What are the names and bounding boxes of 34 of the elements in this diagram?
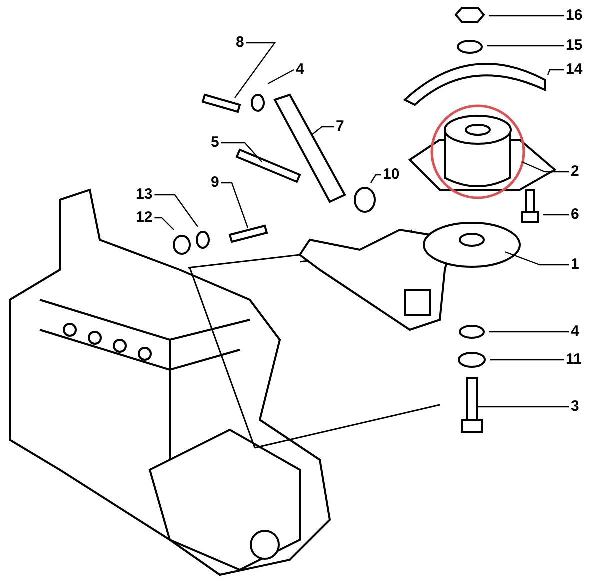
- leader-line: [370, 174, 381, 184]
- leader-line: [504, 251, 569, 266]
- callout-number: 5: [211, 135, 220, 151]
- callout-number: 8: [236, 35, 244, 51]
- leader-line: [268, 69, 294, 85]
- callout-number: 9: [211, 175, 220, 191]
- callout-number: 11: [566, 352, 582, 368]
- callout-number: 6: [571, 207, 580, 223]
- callout-number: 15: [566, 38, 583, 54]
- callout-number: 16: [566, 8, 583, 24]
- leader-line: [522, 161, 569, 173]
- callout-number: 4: [571, 324, 580, 340]
- callout-number: 13: [136, 187, 153, 203]
- callout-number: 10: [383, 167, 400, 183]
- leader-line: [490, 359, 564, 361]
- leader-line: [543, 214, 569, 216]
- callout-number: 12: [136, 210, 153, 226]
- leader-line: [478, 406, 569, 408]
- leader-line: [489, 331, 569, 333]
- callout-number: 1: [571, 257, 580, 273]
- leader-line: [547, 69, 564, 76]
- leader-line: [154, 194, 198, 228]
- leader-line: [234, 42, 276, 98]
- leader-line: [489, 15, 564, 17]
- callout-number: 2: [571, 164, 580, 180]
- callout-number: 4: [296, 62, 304, 78]
- callout-number: 3: [571, 399, 580, 415]
- callout-number: 14: [566, 62, 583, 78]
- leader-line: [221, 182, 249, 228]
- leader-line: [487, 45, 564, 47]
- callout-number: 7: [336, 119, 344, 135]
- leader-line: [312, 126, 334, 136]
- leader-line: [221, 142, 262, 162]
- leader-line: [154, 217, 174, 230]
